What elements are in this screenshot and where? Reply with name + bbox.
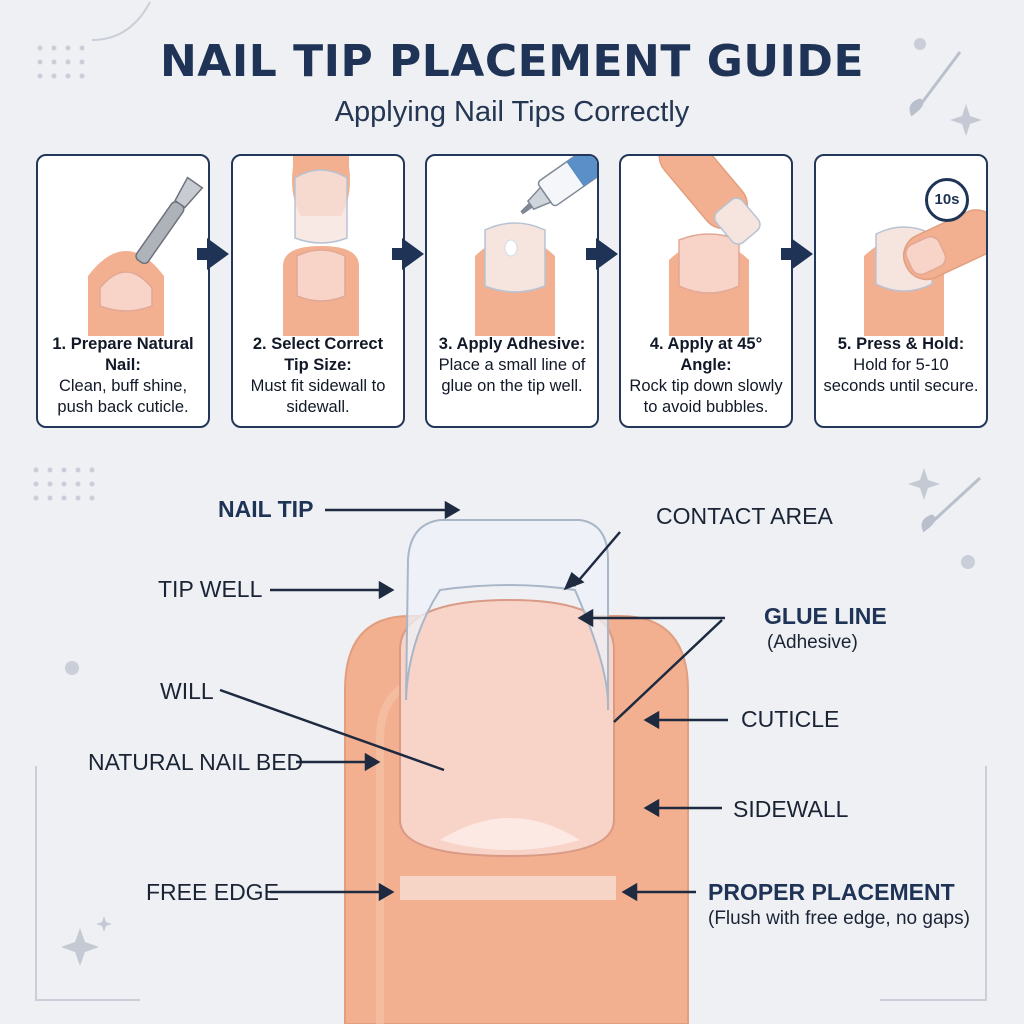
decorative-frame: [880, 766, 987, 1001]
page-subtitle: Applying Nail Tips Correctly: [334, 96, 690, 128]
step-3-text: 3. Apply Adhesive: Place a small line of…: [433, 334, 591, 397]
arrow-stem: [392, 248, 404, 260]
decorative-frame: [35, 766, 140, 1001]
next-step-arrow: [207, 238, 229, 270]
nail-bed-arrowhead: [364, 752, 381, 772]
label-glue-line: GLUE LINE: [764, 603, 887, 629]
glue-tube-icon: [475, 156, 597, 336]
decorative-dot: [65, 661, 79, 675]
sparkle-icon: [61, 928, 99, 966]
dot-grid-top-left: [37, 45, 85, 79]
step-card-4: 4. Apply at 45° Angle: Rock tip down slo…: [619, 154, 793, 428]
nail-anatomy-diagram: [219, 500, 728, 1024]
label-free-edge: FREE EDGE: [146, 879, 279, 905]
step-4-title: 4. Apply at 45° Angle:: [649, 335, 763, 374]
step-2-text: 2. Select Correct Tip Size: Must fit sid…: [239, 334, 397, 418]
cuticle-arrowhead: [643, 710, 660, 730]
nail-tip-arrowhead: [444, 500, 461, 520]
natural-nail-bed-shape: [399, 598, 615, 858]
decorative-arc: [91, 1, 151, 41]
contact-area-arrowhead: [563, 571, 585, 591]
label-glue-line-sub: (Adhesive): [767, 632, 858, 653]
free-edge-band: [400, 876, 616, 900]
proper-placement-arrowhead: [621, 882, 638, 902]
step-2-title: 2. Select Correct Tip Size:: [252, 335, 384, 374]
label-sidewall: SIDEWALL: [733, 796, 849, 822]
step-4-text: 4. Apply at 45° Angle: Rock tip down slo…: [627, 334, 785, 418]
step-5-body: Hold for 5-10 seconds until secure.: [823, 356, 979, 395]
contact-area-pointer: [573, 531, 621, 587]
step-card-3: 3. Apply Adhesive: Place a small line of…: [425, 154, 599, 428]
step-4-body: Rock tip down slowly to avoid bubbles.: [629, 377, 783, 416]
next-step-arrow: [402, 238, 424, 270]
label-will: WILL: [160, 678, 214, 704]
cuticle-pusher-icon: [88, 176, 204, 336]
dot-grid-mid-left: [33, 467, 95, 501]
label-nail-tip: NAIL TIP: [218, 496, 314, 522]
page-title: NAIL TIP PLACEMENT GUIDE: [159, 36, 865, 87]
brush-icon: [921, 476, 982, 533]
nail-tip-shape: [405, 519, 610, 711]
step-card-5: 5. Press & Hold: Hold for 5-10 seconds u…: [814, 154, 988, 428]
free-edge-arrowhead: [378, 882, 395, 902]
glue-line-pointer-lower: [613, 619, 723, 723]
step-1-title: 1. Prepare Natural Nail:: [52, 335, 194, 374]
tilted-finger-icon: [658, 156, 761, 336]
leader-lines: [219, 500, 728, 902]
step-3-title: 3. Apply Adhesive:: [438, 335, 586, 353]
decorative-dot: [914, 38, 926, 50]
label-tip-well: TIP WELL: [158, 576, 263, 602]
step-2-body: Must fit sidewall to sidewall.: [250, 377, 386, 416]
arrow-stem: [197, 248, 209, 260]
lunula: [440, 818, 580, 850]
arrow-stem: [586, 248, 598, 260]
press-hold-finger-icon: [864, 209, 986, 336]
label-natural-nail-bed: NATURAL NAIL BED: [88, 749, 304, 775]
label-contact-area: CONTACT AREA: [656, 503, 833, 529]
step-5-text: 5. Press & Hold: Hold for 5-10 seconds u…: [822, 334, 980, 397]
tip-well-arrowhead: [378, 580, 395, 600]
arrow-stem: [781, 248, 793, 260]
sidewall-arrowhead: [643, 798, 660, 818]
stopwatch-icon: 10s: [925, 178, 969, 222]
label-proper-placement-sub: (Flush with free edge, no gaps): [708, 908, 970, 929]
nail-tip-icon: [283, 156, 359, 336]
step-5-title: 5. Press & Hold:: [837, 335, 965, 353]
step-1-text: 1. Prepare Natural Nail: Clean, buff shi…: [44, 334, 202, 418]
next-step-arrow: [791, 238, 813, 270]
sparkle-icon: [908, 468, 940, 500]
next-step-arrow: [596, 238, 618, 270]
glue-line-arrowhead: [577, 608, 594, 628]
step-1-body: Clean, buff shine, push back cuticle.: [57, 377, 189, 416]
step-3-body: Place a small line of glue on the tip we…: [438, 356, 586, 395]
will-pointer: [219, 688, 445, 772]
sparkle-icon: [950, 104, 982, 136]
brush-icon: [909, 51, 962, 117]
step-card-2: 2. Select Correct Tip Size: Must fit sid…: [231, 154, 405, 428]
step-card-1: 1. Prepare Natural Nail: Clean, buff shi…: [36, 154, 210, 428]
label-proper-placement: PROPER PLACEMENT: [708, 879, 955, 905]
label-cuticle: CUTICLE: [741, 706, 840, 732]
sparkle-icon: [96, 916, 112, 932]
decorative-dot: [961, 555, 975, 569]
